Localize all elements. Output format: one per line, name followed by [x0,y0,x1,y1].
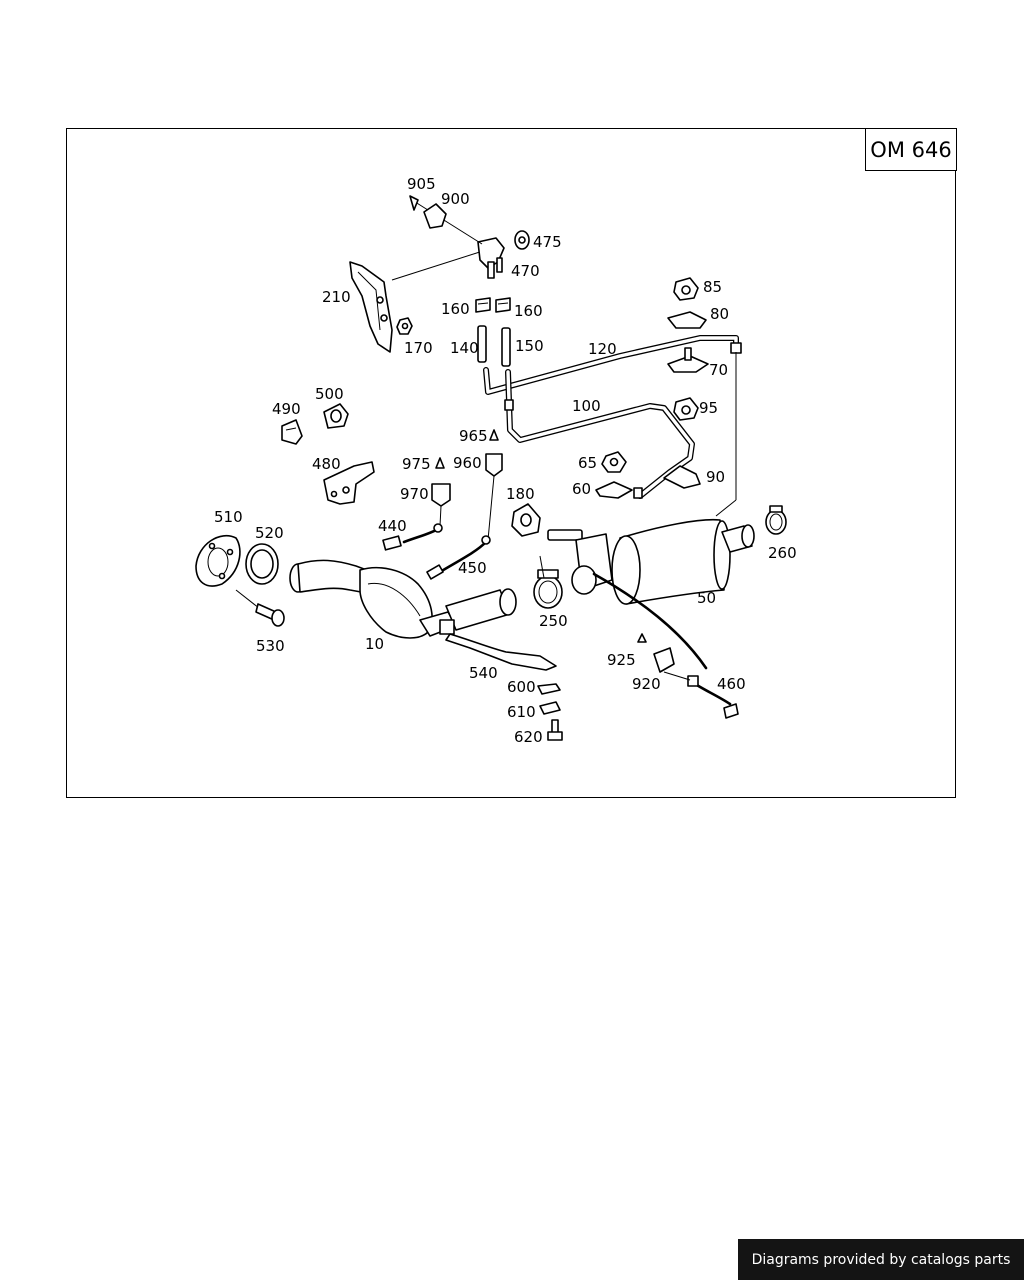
washer-600 [537,683,561,695]
leader-210 [391,249,487,281]
connector-900 [423,203,447,229]
clip-90 [663,465,701,489]
callout-900: 900 [441,190,470,208]
washer-610 [539,701,561,715]
callout-905: 905 [407,175,436,193]
clip-490 [281,419,303,445]
callout-60: 60 [572,480,591,498]
leader-920 [663,671,691,681]
nut-65 [601,451,627,473]
callout-440: 440 [378,517,407,535]
callout-80: 80 [710,305,729,323]
callout-610: 610 [507,703,536,721]
callout-70: 70 [709,361,728,379]
callout-150: 150 [515,337,544,355]
callout-960: 960 [453,454,482,472]
connector-960 [485,453,503,477]
clip-80 [667,311,707,329]
callout-95: 95 [699,399,718,417]
sensor-440 [382,523,443,551]
cable-460 [592,572,708,670]
callout-620: 620 [514,728,543,746]
plug-905 [409,195,419,211]
sensor-470 [477,237,505,279]
strap-540 [445,633,557,671]
nut-85 [673,277,699,301]
sealing-ring-520 [245,543,279,585]
leader-120b [715,499,737,517]
callout-170: 170 [404,339,433,357]
leader-970 [439,505,442,527]
nut-170 [396,317,413,335]
clamp-160a [475,297,491,313]
callout-260: 260 [768,544,797,562]
catalytic-converter-10 [289,559,457,639]
footer-credit: Diagrams provided by catalogs parts [738,1239,1024,1280]
mount-180 [511,503,541,537]
bracket-210 [349,261,393,353]
callout-520: 520 [255,524,284,542]
callout-140: 140 [450,339,479,357]
bracket-480 [323,461,375,505]
callout-975: 975 [402,455,431,473]
callout-100: 100 [572,397,601,415]
callout-90: 90 [706,468,725,486]
callout-925: 925 [607,651,636,669]
clamp-250 [533,569,563,609]
callout-160-right: 160 [514,302,543,320]
connector-970 [431,483,451,507]
clamp-500 [323,403,349,429]
callout-250: 250 [539,612,568,630]
callout-460: 460 [717,675,746,693]
plug-925 [637,633,647,643]
callout-50: 50 [697,589,716,607]
callout-210: 210 [322,288,351,306]
diagram-frame [66,128,956,798]
plug-965 [489,429,499,441]
callout-480: 480 [312,455,341,473]
pipe-100 [504,369,695,499]
callout-475: 475 [533,233,562,251]
callout-180: 180 [506,485,535,503]
sensor-450 [426,535,491,580]
callout-970: 970 [400,485,429,503]
bolt-530 [255,603,285,627]
callout-85: 85 [703,278,722,296]
clamp-160b [495,297,511,313]
clip-60 [595,481,633,499]
hose-150 [501,327,511,367]
leader-250 [539,555,545,579]
muffler-50 [547,518,755,605]
callout-500: 500 [315,385,344,403]
hose-140 [477,325,487,363]
callout-530: 530 [256,637,285,655]
callout-490: 490 [272,400,301,418]
callout-920: 920 [632,675,661,693]
bolt-620 [547,719,563,741]
clip-70 [667,347,709,373]
callout-965: 965 [459,427,488,445]
callout-120: 120 [588,340,617,358]
callout-10: 10 [365,635,384,653]
callout-450: 450 [458,559,487,577]
nut-95 [673,397,699,421]
callout-160-left: 160 [441,300,470,318]
callout-65: 65 [578,454,597,472]
leader-900 [411,199,483,245]
engine-code-badge: OM 646 [865,128,957,171]
callout-470: 470 [511,262,540,280]
nut-475 [514,230,530,250]
callout-540: 540 [469,664,498,682]
plug-975 [435,457,445,469]
leader-960 [487,475,495,541]
intermediate-pipe [439,588,517,635]
sensor-460 [687,675,739,719]
callout-510: 510 [214,508,243,526]
flange-gasket-510 [195,534,241,587]
connector-920 [653,647,675,673]
callout-600: 600 [507,678,536,696]
clamp-260 [765,505,787,535]
